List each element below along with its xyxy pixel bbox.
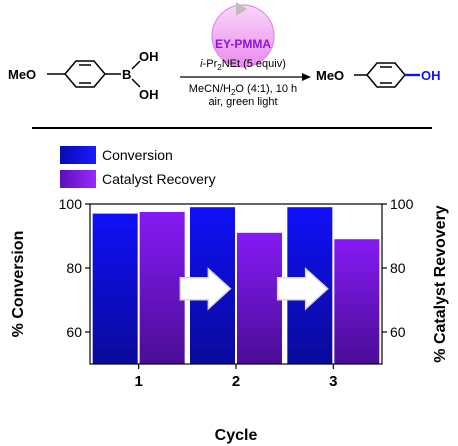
- bar-catalyst-recovery-cycle-2: [237, 232, 282, 364]
- y-tick-label-right: 60: [390, 324, 406, 340]
- bar-catalyst-recovery-cycle-3: [334, 239, 380, 364]
- reaction-arrowhead-icon: [302, 73, 311, 81]
- legend-label-catalyst-recovery: Catalyst Recovery: [102, 171, 216, 187]
- y-tick-label-right: 80: [390, 260, 406, 276]
- reactant-benzene-ring: [64, 60, 106, 88]
- legend-swatch-conversion: [60, 146, 96, 164]
- y-tick-label-left: 80: [66, 260, 82, 276]
- hydroxyl-bottom-label: OH: [139, 87, 159, 102]
- reactant-methoxy-label: MeO: [8, 67, 36, 82]
- product-hydroxyl-label: OH: [421, 68, 441, 83]
- bars-layer: [92, 207, 380, 364]
- bar-chart: 1 2 3 60 80 100 60 80 100 Conversion Catalyst Re…: [10, 146, 449, 444]
- reaction-scheme: EY-PMMA MeO B OH OH i-Pr2NEt (5 equiv) M…: [8, 2, 441, 129]
- x-tick-label: 1: [134, 373, 142, 390]
- catalyst-circle: [211, 4, 275, 68]
- y-tick-label-right: 100: [390, 196, 414, 212]
- base-label: i-Pr2NEt (5 equiv): [200, 58, 286, 72]
- cycle-arrow-icon: [236, 2, 247, 16]
- legend-swatch-catalyst-recovery: [60, 170, 96, 188]
- catalyst-label: EY-PMMA: [215, 37, 271, 51]
- product-methoxy-label: MeO: [316, 68, 344, 83]
- solvent-label: MeCN/H2O (4:1), 10 h: [189, 83, 297, 97]
- cycle-transition-arrow-icon: [179, 267, 232, 311]
- boron-atom-label: B: [122, 67, 131, 82]
- bar-catalyst-recovery-cycle-1: [139, 212, 185, 364]
- bond-b-oh-bottom: [131, 78, 141, 88]
- arrows-layer: [179, 267, 329, 311]
- y-tick-label-left: 60: [66, 324, 82, 340]
- x-tick-label: 3: [329, 373, 337, 390]
- y-axis-title-right: % Catalyst Revovery: [432, 205, 449, 363]
- x-axis-title: Cycle: [215, 427, 258, 444]
- legend-label-conversion: Conversion: [102, 147, 173, 163]
- cycle-transition-arrow-icon: [276, 267, 329, 311]
- y-tick-label-left: 100: [59, 196, 83, 212]
- bond-b-oh-top: [131, 60, 141, 70]
- bar-conversion-cycle-1: [92, 213, 138, 364]
- y-axis-title-left: % Conversion: [10, 231, 27, 338]
- conditions-label: air, green light: [208, 96, 277, 108]
- ticks-layer: 1 2 3 60 80 100 60 80 100: [59, 196, 414, 390]
- hydroxyl-top-label: OH: [139, 49, 159, 64]
- x-tick-label: 2: [232, 373, 240, 390]
- product-benzene-ring: [366, 62, 406, 88]
